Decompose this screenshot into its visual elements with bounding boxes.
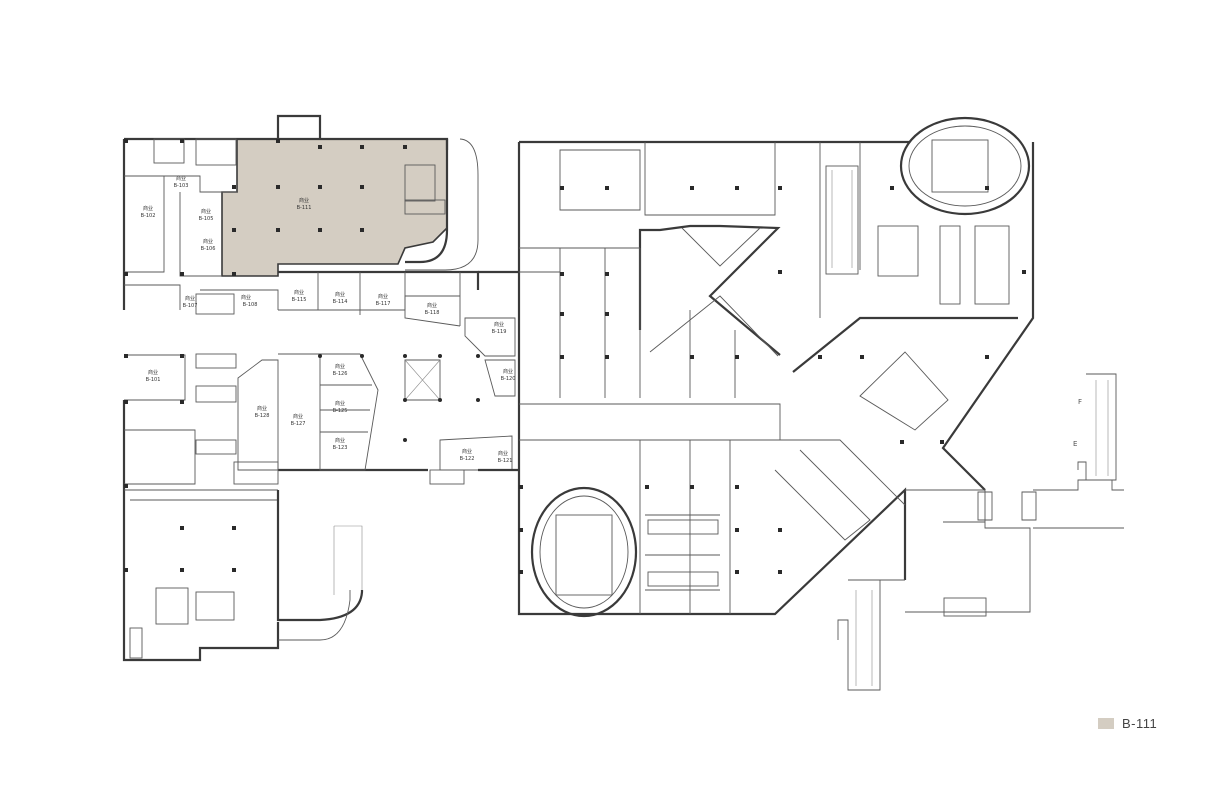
unit-name: 商业 — [176, 175, 186, 182]
legend-swatch — [1098, 718, 1114, 729]
unit-name: 商业 — [335, 363, 345, 370]
unit-b119[interactable]: 商业 B-119 — [492, 321, 507, 335]
unit-code: B-105 — [199, 216, 214, 222]
unit-code: B-118 — [425, 310, 440, 316]
unit-name: 商业 — [427, 302, 437, 309]
right-building — [478, 116, 1124, 691]
unit-code: B-111 — [297, 205, 312, 211]
unit-b101[interactable]: 商业 B-101 — [146, 369, 161, 383]
unit-b111-area[interactable] — [221, 138, 448, 277]
unit-code: B-115 — [292, 297, 307, 303]
unit-b121[interactable]: 商业 B-121 — [498, 450, 513, 464]
unit-name: 商业 — [201, 208, 211, 215]
unit-labels: 商业 B-102 商业 B-103 商业 B-105 商业 B-106 商业 B… — [141, 175, 516, 464]
unit-name: 商业 — [335, 437, 345, 444]
unit-b127[interactable]: 商业 B-127 — [291, 413, 306, 427]
door-symbols — [977, 491, 1037, 521]
unit-b106[interactable]: 商业 B-106 — [201, 238, 216, 252]
unit-name: 商业 — [299, 197, 309, 204]
unit-name: 商业 — [143, 205, 153, 212]
unit-code: B-123 — [333, 445, 348, 451]
unit-code: B-107 — [183, 303, 198, 309]
unit-code: B-106 — [201, 246, 216, 252]
unit-name: 商业 — [503, 368, 513, 375]
unit-b122[interactable]: 商业 B-122 — [460, 448, 475, 462]
unit-code: B-108 — [243, 302, 258, 308]
unit-code: B-121 — [498, 458, 513, 464]
unit-name: 商业 — [241, 294, 251, 301]
unit-b123[interactable]: 商业 B-123 — [333, 437, 348, 451]
unit-b125[interactable]: 商业 B-125 — [333, 400, 348, 414]
marker-e: E — [1073, 440, 1077, 448]
unit-b117[interactable]: 商业 B-117 — [376, 293, 391, 307]
unit-b102[interactable]: 商业 B-102 — [141, 205, 156, 219]
unit-name: 商业 — [378, 293, 388, 300]
unit-b115[interactable]: 商业 B-115 — [292, 289, 307, 303]
marker-f: F — [1078, 398, 1082, 406]
unit-b111[interactable]: 商业 B-111 — [297, 197, 312, 211]
unit-b128[interactable]: 商业 B-128 — [255, 405, 270, 419]
unit-name: 商业 — [148, 369, 158, 376]
unit-code: B-125 — [333, 408, 348, 414]
unit-name: 商业 — [498, 450, 508, 457]
unit-code: B-117 — [376, 301, 391, 307]
structural-columns — [124, 139, 1026, 574]
unit-name: 商业 — [257, 405, 267, 412]
unit-b108[interactable]: 商业 B-108 — [241, 294, 257, 308]
unit-code: B-119 — [492, 329, 507, 335]
unit-name: 商业 — [203, 238, 213, 245]
unit-code: B-101 — [146, 377, 161, 383]
unit-name: 商业 — [185, 295, 195, 302]
unit-name: 商业 — [335, 400, 345, 407]
unit-name: 商业 — [494, 321, 504, 328]
unit-code: B-128 — [255, 413, 270, 419]
unit-b105[interactable]: 商业 B-105 — [199, 208, 214, 222]
unit-b107[interactable]: 商业 B-107 — [183, 295, 198, 309]
unit-code: B-126 — [333, 371, 348, 377]
legend: B-111 — [1098, 716, 1157, 731]
unit-b103[interactable]: 商业 B-103 — [174, 175, 189, 189]
unit-b114[interactable]: 商业 B-114 — [333, 291, 348, 305]
legend-label: B-111 — [1122, 716, 1158, 731]
unit-b118[interactable]: 商业 B-118 — [425, 302, 440, 316]
unit-code: B-114 — [333, 299, 348, 305]
unit-name: 商业 — [335, 291, 345, 298]
unit-name: 商业 — [293, 413, 303, 420]
unit-code: B-120 — [501, 376, 516, 382]
unit-code: B-103 — [174, 183, 189, 189]
unit-name: 商业 — [294, 289, 304, 296]
left-building — [122, 114, 516, 662]
unit-code: B-122 — [460, 456, 475, 462]
unit-name: 商业 — [462, 448, 472, 455]
unit-code: B-102 — [141, 213, 156, 219]
unit-code: B-127 — [291, 421, 306, 427]
unit-b120[interactable]: 商业 B-120 — [501, 368, 516, 382]
unit-b126[interactable]: 商业 B-126 — [333, 363, 348, 377]
